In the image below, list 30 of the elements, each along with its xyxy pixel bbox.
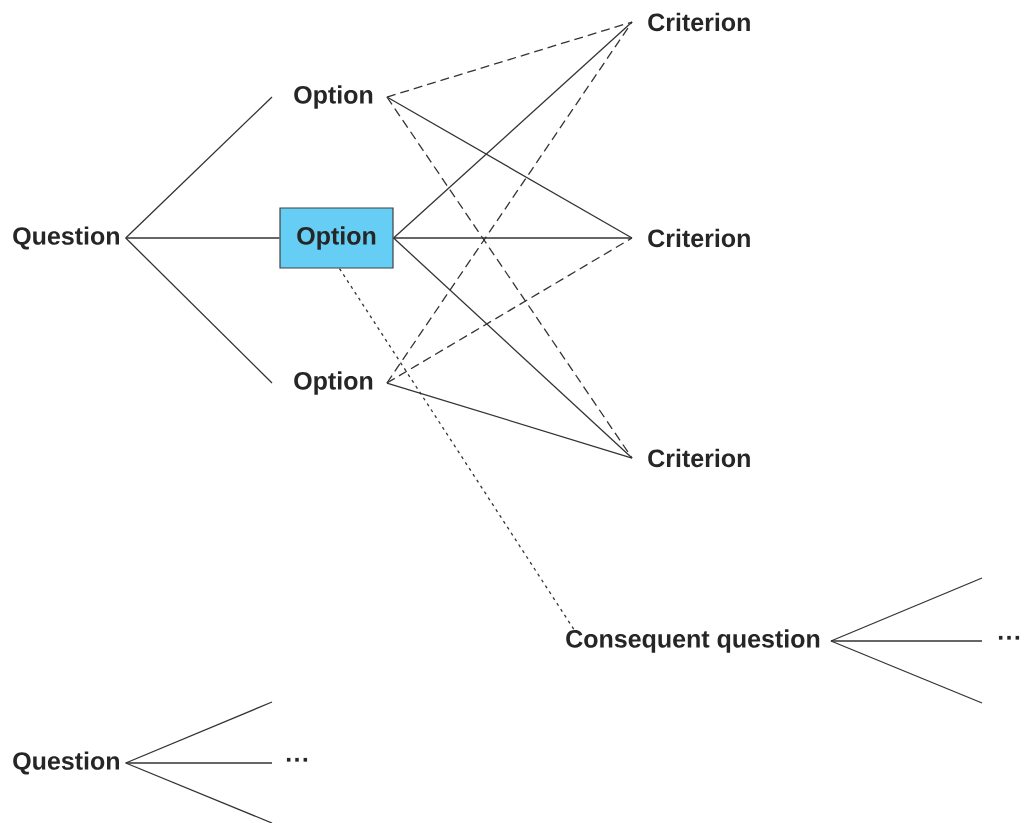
node-label: Question [13, 751, 119, 775]
connector-line [392, 21, 633, 239]
highlighted-box: Option [279, 207, 394, 269]
connector-line [392, 237, 633, 459]
connector-line [386, 237, 633, 384]
node-label: Criterion [648, 12, 750, 32]
connector-line [386, 96, 633, 459]
node-label: Option [294, 85, 373, 109]
connector-line [125, 701, 273, 764]
connector-line [125, 237, 281, 239]
node-label: Option [294, 371, 373, 395]
connector-line [830, 640, 983, 704]
node-label: Question [13, 226, 119, 250]
connector-line [386, 96, 633, 239]
connector-line [386, 21, 633, 384]
connector-line [338, 267, 576, 632]
node-label: ··· [286, 757, 308, 762]
connector-line [125, 762, 273, 764]
connector-line [830, 640, 983, 642]
connector-line [386, 21, 633, 98]
node-label: Criterion [648, 448, 750, 468]
connector-line [125, 237, 273, 384]
connector-line [392, 237, 633, 239]
connector-line [125, 762, 273, 823]
node-label: ··· [998, 635, 1020, 640]
connector-line [125, 96, 273, 239]
connector-line [386, 382, 633, 459]
node-label: Consequent question [566, 629, 820, 653]
connector-line [830, 577, 983, 642]
node-label: Criterion [648, 228, 750, 248]
